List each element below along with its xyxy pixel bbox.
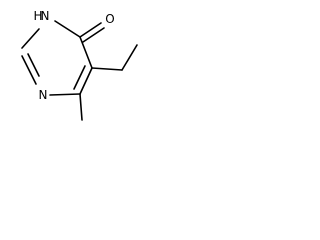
bond-c6-ch3 xyxy=(79,93,83,121)
bond-c4-o xyxy=(79,22,102,38)
bond-n3-c2 xyxy=(21,28,40,49)
bond-c6-c5-inner xyxy=(73,65,86,90)
bond-c2-n1-inner xyxy=(27,53,40,77)
atom-n1-label: N xyxy=(39,88,48,102)
atom-h3-label: H xyxy=(33,9,42,23)
bond-c4-o-second xyxy=(82,27,105,43)
bond-c2-n1 xyxy=(21,55,37,85)
structure-diagram: N H N O xyxy=(21,9,138,121)
atom-o-label: O xyxy=(105,12,114,26)
bond-ch2-ch3 xyxy=(121,44,138,71)
bond-n1-c6 xyxy=(49,93,81,96)
bond-c5-ch2 xyxy=(91,67,123,71)
atom-n3-label: N xyxy=(41,9,50,23)
bond-c6-c5 xyxy=(79,67,93,95)
bond-c5-c4 xyxy=(79,36,93,69)
bond-c4-n3 xyxy=(54,20,81,38)
